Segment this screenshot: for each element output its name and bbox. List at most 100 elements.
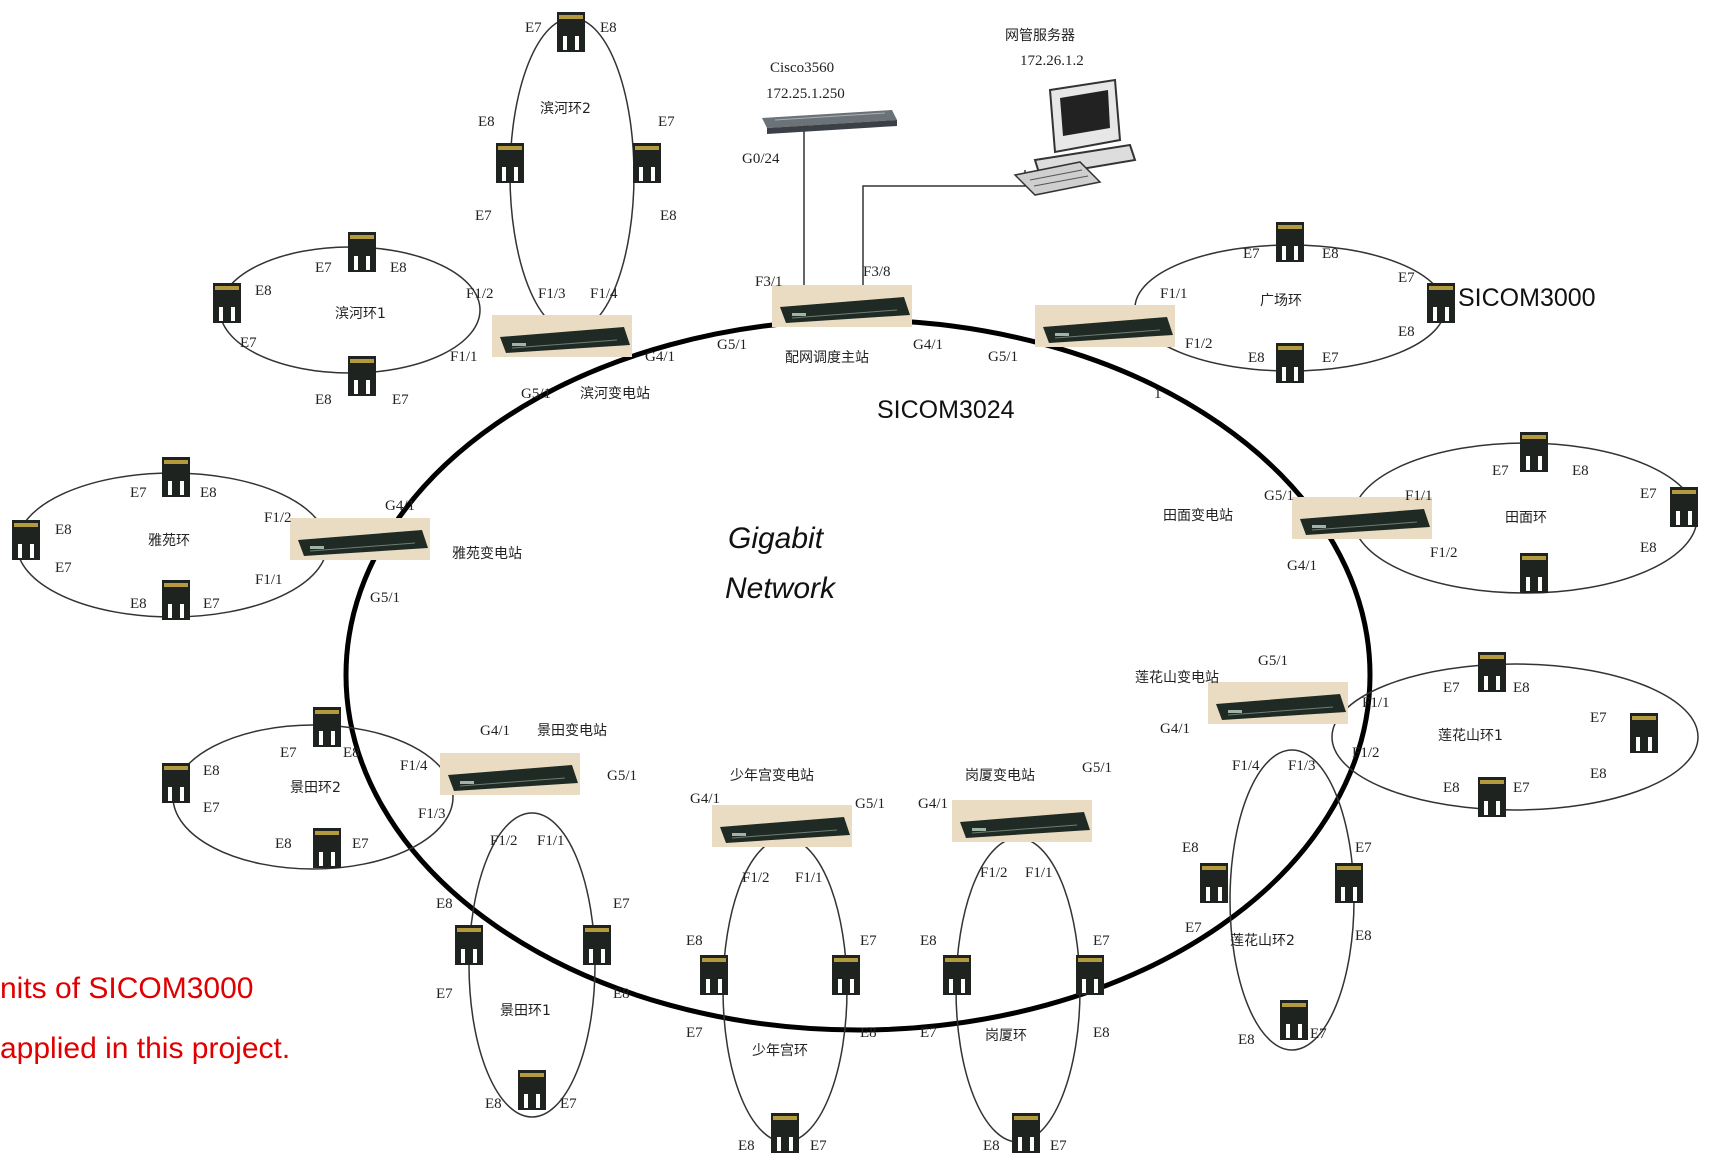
cisco-name: Cisco3560 xyxy=(770,60,834,76)
sicom3000-node-icon xyxy=(213,283,241,323)
core-port-labels: F3/1 F3/8 G5/1 G4/1 G5/1 G4/1 G5/1 F1/2 … xyxy=(255,264,1458,886)
port-label: F1/3 xyxy=(418,806,446,822)
port-label: F1/1 xyxy=(1025,865,1053,881)
port-label: E8 xyxy=(390,260,407,276)
sicom3000-node-icon xyxy=(832,955,860,995)
port-label: F1/4 xyxy=(590,286,618,302)
port-label: G5/1 xyxy=(855,796,885,812)
sicom3000-node-icon xyxy=(1200,863,1228,903)
port-label: F1/2 xyxy=(490,833,518,849)
port-label: E8 xyxy=(1443,780,1460,796)
ring-label-lianhua1: 莲花山环1 xyxy=(1438,728,1503,744)
port-label: E8 xyxy=(1640,540,1657,556)
port-label: E7 xyxy=(810,1138,827,1154)
sicom3000-node-icon xyxy=(1520,432,1548,472)
sicom3000-node-icon xyxy=(1076,955,1104,995)
port-label: E7 xyxy=(920,1025,937,1041)
port-label: E8 xyxy=(55,522,72,538)
port-label: E7 xyxy=(1310,1026,1327,1042)
port-label: E8 xyxy=(1238,1032,1255,1048)
port-label: E7 xyxy=(352,836,369,852)
port-label: F1/2 xyxy=(1352,745,1380,761)
sicom3000-node-icon xyxy=(313,707,341,747)
sicom3000-node-icon xyxy=(700,955,728,995)
port-label: F1/1 xyxy=(795,870,823,886)
port-label: E7 xyxy=(1243,246,1260,262)
port-label: E8 xyxy=(130,596,147,612)
sicom3024-label: SICOM3024 xyxy=(877,396,1015,424)
port-label: E8 xyxy=(1398,324,1415,340)
port-label: E8 xyxy=(600,20,617,36)
port-label: F3/1 xyxy=(755,274,783,290)
port-label: E7 xyxy=(1513,780,1530,796)
port-label: E8 xyxy=(1513,680,1530,696)
port-label: F1/1 xyxy=(537,833,565,849)
port-label: E8 xyxy=(613,986,630,1002)
port-label: G4/1 xyxy=(645,349,675,365)
port-label: F1/4 xyxy=(400,758,428,774)
port-label: E7 xyxy=(1590,710,1607,726)
station-jingtian: 景田变电站 xyxy=(537,723,607,739)
ring-label-binhe1: 滨河环1 xyxy=(335,306,386,322)
server-name: 网管服务器 xyxy=(1005,28,1075,44)
station-yayuan: 雅苑变电站 xyxy=(452,546,522,562)
station-tianmian: 田面变电站 xyxy=(1163,508,1233,524)
sicom3000-node-icon xyxy=(12,520,40,560)
port-label: E8 xyxy=(275,836,292,852)
ring-label-yayuan: 雅苑环 xyxy=(148,533,190,549)
sicom3000-node-icon xyxy=(771,1113,799,1153)
port-label: G4/1 xyxy=(690,791,720,807)
port-label: E7 xyxy=(1185,920,1202,936)
port-label: E8 xyxy=(203,763,220,779)
ring-gangxia xyxy=(955,837,1081,1143)
port-label: E8 xyxy=(343,745,360,761)
port-label: E7 xyxy=(613,896,630,912)
port-label: F1/2 xyxy=(264,510,292,526)
port-label: E8 xyxy=(1182,840,1199,856)
port-label: E8 xyxy=(1093,1025,1110,1041)
port-label: E8 xyxy=(860,1025,877,1041)
port-label: F1/2 xyxy=(980,865,1008,881)
cisco-port-g024: G0/24 xyxy=(742,151,780,167)
port-label: F1/2 xyxy=(1430,545,1458,561)
port-label: E8 xyxy=(315,392,332,408)
sicom3000-node-icon xyxy=(1276,222,1304,262)
port-label: F1/3 xyxy=(538,286,566,302)
cisco-switch-icon xyxy=(762,110,897,134)
port-label: E8 xyxy=(660,208,677,224)
port-label: G5/1 xyxy=(521,386,551,402)
sicom3000-node-icon xyxy=(313,828,341,868)
switch-shaonian xyxy=(711,804,853,848)
port-label: E8 xyxy=(436,896,453,912)
switch-main-station xyxy=(771,284,913,328)
port-label: E7 xyxy=(658,114,675,130)
sicom3000-node-icon xyxy=(348,232,376,272)
sicom3000-node-icon xyxy=(633,143,661,183)
switch-lianhua xyxy=(1207,681,1349,725)
port-label: F1/1 xyxy=(1362,695,1390,711)
station-binhe: 滨河变电站 xyxy=(580,386,650,402)
port-label: F1/2 xyxy=(1185,336,1213,352)
port-label: E7 xyxy=(1443,680,1460,696)
sicom3000-node-icon xyxy=(162,457,190,497)
sicom3000-node-icon xyxy=(1520,553,1548,593)
server-uplink xyxy=(862,170,1026,300)
sicom3000-node-icon xyxy=(1478,777,1506,817)
gigabit-label-line2: Network xyxy=(725,572,837,605)
port-label: E7 xyxy=(560,1096,577,1112)
ring-label-lianhua2: 莲花山环2 xyxy=(1230,933,1295,949)
port-label: E7 xyxy=(315,260,332,276)
ring-label-binhe2: 滨河环2 xyxy=(540,101,591,117)
port-label: G4/1 xyxy=(913,337,943,353)
note-line1: nits of SICOM3000 xyxy=(0,972,253,1005)
sicom3000-node-icon xyxy=(943,955,971,995)
port-label: G5/1 xyxy=(1258,653,1288,669)
sicom3000-node-icon xyxy=(518,1070,546,1110)
station-main: 配网调度主站 xyxy=(785,350,869,366)
port-label: G5/1 xyxy=(370,590,400,606)
port-label: G4/1 xyxy=(385,498,415,514)
port-label: F1/2 xyxy=(466,286,494,302)
port-label: E7 xyxy=(1322,350,1339,366)
